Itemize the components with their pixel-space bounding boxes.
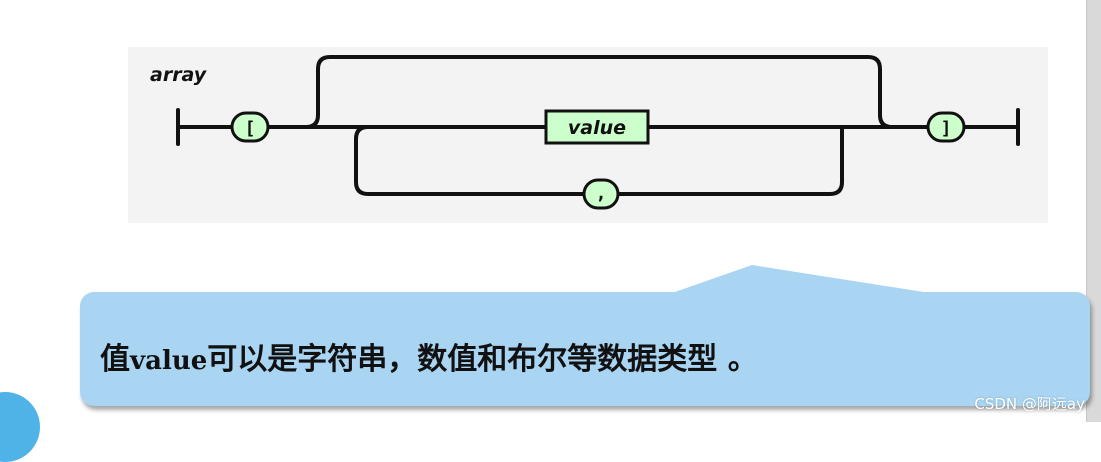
callout-text: 值value可以是字符串，数值和布尔等数据类型 。 [100,338,920,382]
comma-text: , [596,183,607,204]
callout-suffix: 可以是字符串，数值和布尔等数据类型 。 [207,342,758,377]
bottom-loop-left [354,125,586,196]
open-bracket-text: [ [245,118,256,139]
close-bracket-text: ] [941,118,952,139]
page-title [0,0,1000,26]
watermark: CSDN @阿远ay [974,395,1085,413]
diagram-lines [176,55,1020,196]
callout-box [80,292,1090,406]
value-node: value [544,109,650,145]
corner-decoration [0,392,40,462]
callout-prefix: 值 [100,342,130,377]
bottom-loop-right [616,125,844,196]
syntax-diagram: array [ value , ] [128,47,1048,223]
callout-arrow [672,265,930,293]
close-bracket-node: ] [926,111,966,143]
callout-pointer [672,265,930,293]
railroad-diagram: array [ value , ] [150,55,1020,210]
top-loop-path [266,55,930,129]
value-text: value [568,117,626,139]
comma-node: , [582,178,620,210]
callout-term: value [130,346,208,376]
open-bracket-node: [ [230,111,270,143]
diagram-label: array [150,64,208,86]
